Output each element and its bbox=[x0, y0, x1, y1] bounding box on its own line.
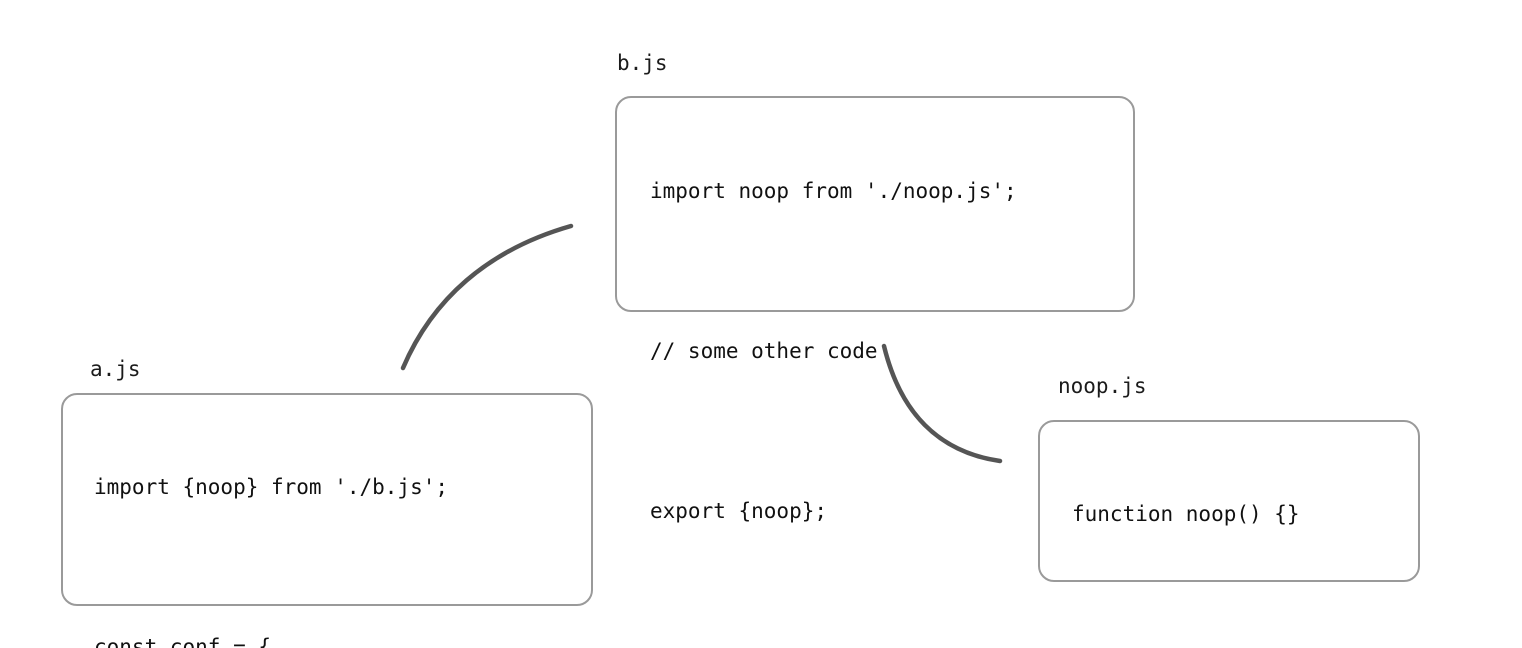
file-label-a-js: a.js bbox=[90, 357, 141, 381]
code-box-noop-js bbox=[1038, 420, 1420, 582]
connector-a-to-b bbox=[400, 223, 574, 371]
file-label-b-js: b.js bbox=[617, 51, 668, 75]
code-body-noop-js: function noop() {} export default noop; bbox=[1072, 450, 1325, 648]
file-label-noop-js: noop.js bbox=[1058, 374, 1147, 398]
code-body-a-js: import {noop} from './b.js'; const conf … bbox=[94, 423, 448, 648]
code-line-blank bbox=[94, 551, 448, 583]
code-line: import {noop} from './b.js'; bbox=[94, 475, 449, 499]
code-body-b-js: import noop from './noop.js'; // some ot… bbox=[650, 127, 1017, 575]
code-line-blank bbox=[1072, 578, 1325, 610]
code-line: export {noop}; bbox=[650, 499, 828, 523]
code-line-blank bbox=[650, 415, 1017, 447]
code-line: // some other code bbox=[650, 339, 878, 363]
code-line: const conf = { bbox=[94, 635, 272, 648]
code-line: import noop from './noop.js'; bbox=[650, 179, 1017, 203]
code-line-blank bbox=[650, 255, 1017, 287]
code-box-a-js bbox=[61, 393, 593, 606]
code-box-b-js bbox=[615, 96, 1135, 312]
code-line: function noop() {} bbox=[1072, 502, 1300, 526]
